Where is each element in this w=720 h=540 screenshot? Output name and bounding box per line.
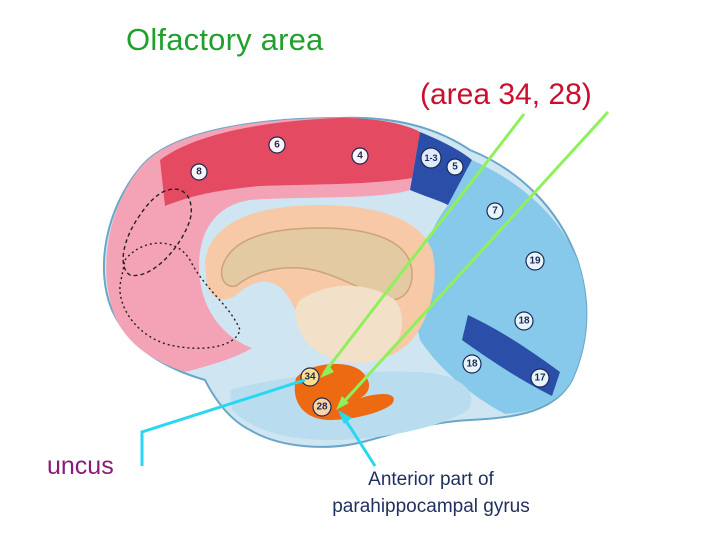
svg-text:5: 5 [452,162,458,173]
svg-text:8: 8 [196,167,202,178]
svg-text:1-3: 1-3 [424,153,437,163]
area-17-marker: 17 [530,368,550,388]
svg-text:18: 18 [518,316,530,327]
svg-text:4: 4 [357,151,363,162]
area-1-3-marker: 1-3 [420,147,442,169]
svg-text:18: 18 [466,359,478,370]
anterior-label-line2: parahippocampal gyrus [332,496,530,517]
svg-text:7: 7 [492,206,498,217]
uncus-label: uncus [47,452,114,480]
motor-region [160,118,420,206]
area-7-marker: 7 [486,202,504,220]
pointer-line-area28 [338,110,610,408]
svg-text:34: 34 [304,372,316,383]
pointer-line-uncus [140,378,306,466]
area-6-marker: 6 [268,136,286,154]
pointer-arrowhead-area28 [336,396,349,410]
anterior-label-line1: Anterior part of [368,469,494,490]
svg-text:17: 17 [534,373,546,384]
corpus-callosum [220,227,413,301]
diagram-title: Olfactory area [126,22,324,57]
diagram-subtitle: (area 34, 28) [420,78,592,111]
anterior-parahippocampal-label: Anterior part of parahippocampal gyrus [300,466,562,520]
pointer-arrowhead-parahippocampal [338,410,352,424]
area-5-marker: 5 [446,158,464,176]
dotted-outline-1 [122,188,192,277]
area-19-marker: 19 [525,251,545,271]
area-8-marker: 8 [190,163,208,181]
svg-text:28: 28 [316,402,328,413]
pointer-line-area34 [322,113,526,374]
area-18-lower-marker: 18 [462,354,482,374]
pointer-arrowhead-area34 [320,364,334,378]
area-18-upper-marker: 18 [514,311,534,331]
area-4-marker: 4 [351,147,369,165]
parietal-occipital-region [416,160,587,414]
area-28-marker: 28 [312,397,332,417]
area-34-marker: 34 [300,367,320,387]
svg-text:19: 19 [529,256,541,267]
svg-text:6: 6 [274,140,280,151]
